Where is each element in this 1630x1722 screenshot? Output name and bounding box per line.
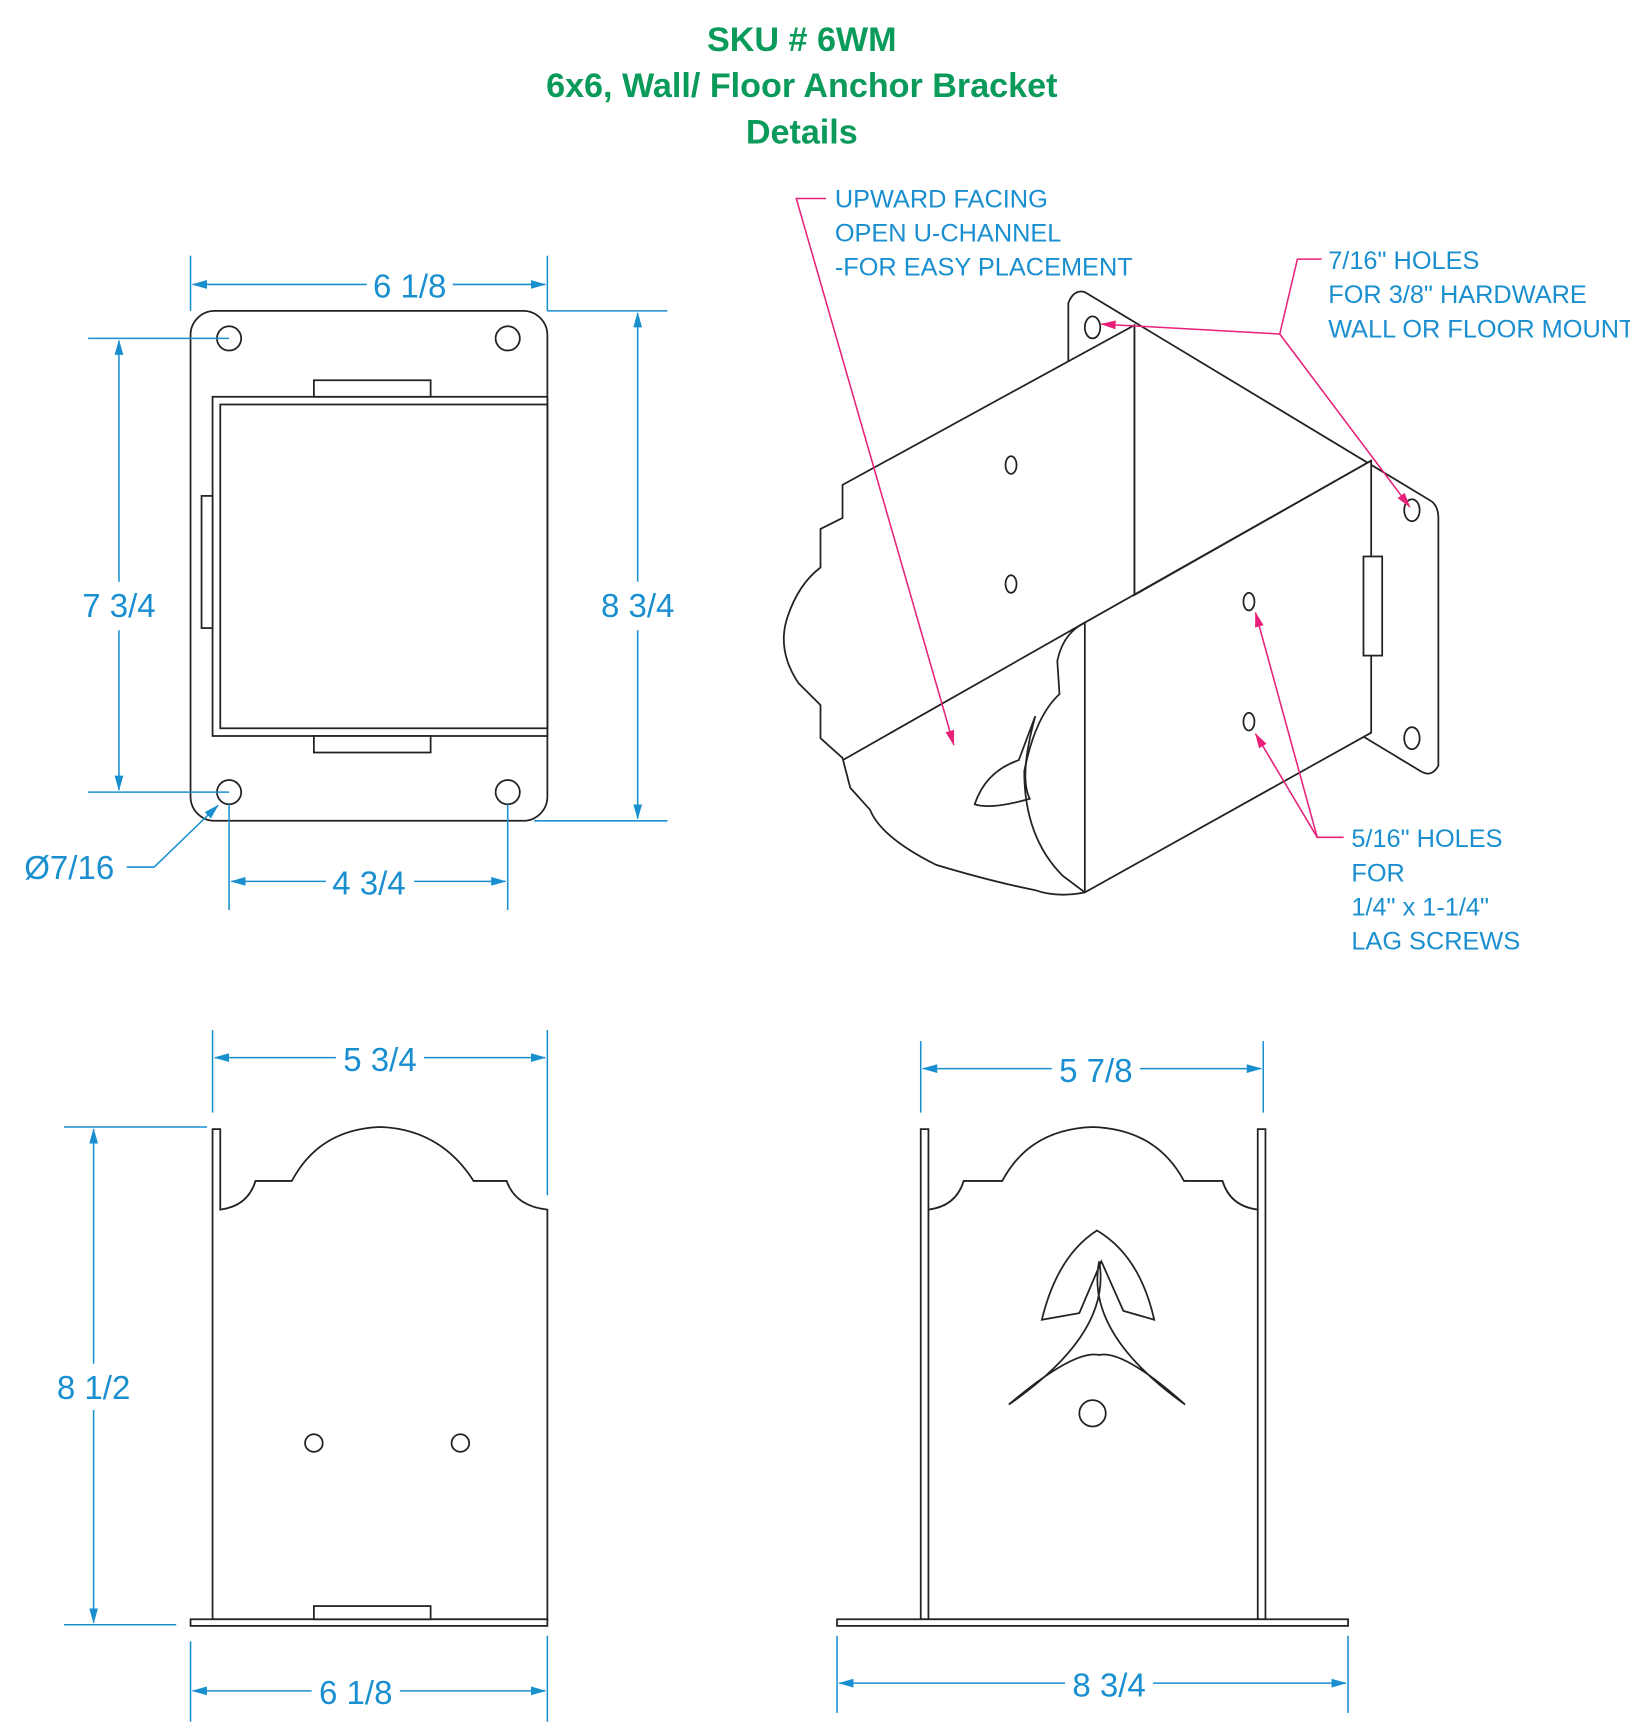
front-view: 5 7/8 8 3/4	[836, 1041, 1349, 1713]
iso-view: UPWARD FACING OPEN U-CHANNEL -FOR EASY P…	[782, 185, 1630, 956]
note-channel: UPWARD FACING OPEN U-CHANNEL -FOR EASY P…	[835, 185, 1133, 281]
title-details: Details	[746, 113, 858, 151]
note-line: FOR 3/8" HARDWARE	[1328, 281, 1587, 309]
lag-hole	[450, 1433, 471, 1453]
title-product: 6x6, Wall/ Floor Anchor Bracket	[546, 67, 1057, 105]
note-line: LAG SCREWS	[1351, 928, 1520, 956]
dim-side-base: 6 1/8	[319, 1675, 392, 1712]
lag-hole	[304, 1433, 324, 1453]
lag-hole	[1242, 591, 1256, 612]
plate-hole	[1403, 726, 1421, 751]
dim-front-base: 8 3/4	[1072, 1667, 1145, 1704]
note-line: -FOR EASY PLACEMENT	[835, 254, 1133, 282]
side-view: 5 3/4 8 1/2 6 1/8	[57, 1030, 549, 1722]
note-line: WALL OR FLOOR MOUNT	[1328, 315, 1630, 343]
note-line: 5/16" HOLES	[1351, 825, 1502, 853]
mount-hole	[494, 325, 521, 352]
dim-plan-hole-vertical: 7 3/4	[82, 588, 155, 625]
channel-outline	[211, 395, 549, 737]
plan-view: 6 1/8 7 3/4 8 3/4 4 3/4 Ø7/16	[24, 255, 674, 911]
note-line: OPEN U-CHANNEL	[835, 219, 1062, 247]
dim-plan-width: 6 1/8	[373, 269, 446, 306]
dim-front-width: 5 7/8	[1059, 1053, 1132, 1090]
note-line: FOR	[1351, 859, 1404, 887]
dim-hole-diameter: Ø7/16	[24, 850, 114, 887]
side-profile	[211, 1126, 549, 1621]
note-lag-holes: 5/16" HOLES FOR 1/4" x 1-1/4" LAG SCREWS	[1351, 825, 1520, 955]
dim-side-width: 5 3/4	[343, 1042, 416, 1079]
note-line: UPWARD FACING	[835, 185, 1048, 213]
note-line: 1/4" x 1-1/4"	[1351, 894, 1489, 922]
dim-plan-hole-horizontal: 4 3/4	[332, 866, 405, 903]
dim-side-height: 8 1/2	[57, 1370, 130, 1407]
dim-plan-height: 8 3/4	[601, 588, 674, 625]
lag-hole	[1242, 711, 1256, 732]
front-profile	[919, 1126, 1267, 1621]
note-line: 7/16" HOLES	[1328, 247, 1479, 275]
logo-cutout	[1008, 1229, 1186, 1406]
mount-hole	[494, 779, 521, 806]
u-channel	[782, 323, 1373, 896]
note-plate-holes: 7/16" HOLES FOR 3/8" HARDWARE WALL OR FL…	[1328, 247, 1630, 343]
title-sku: SKU # 6WM	[707, 21, 897, 59]
plate-hole	[1083, 315, 1102, 340]
